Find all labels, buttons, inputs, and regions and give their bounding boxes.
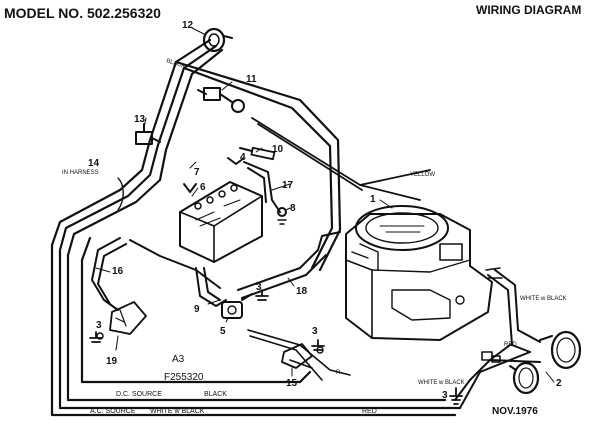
key-switch-11	[197, 87, 245, 113]
label-dc-source: D.C. SOURCE	[116, 391, 162, 398]
callout-13: 13	[134, 114, 146, 125]
callout-7: 7	[194, 167, 200, 178]
switch-19	[96, 301, 147, 340]
diagram-title: WIRING DIAGRAM	[476, 3, 581, 17]
callout-9: 9	[194, 304, 200, 315]
wire-9	[195, 267, 227, 307]
solenoid-5	[221, 293, 253, 319]
label-red-right: RED	[504, 342, 517, 348]
switch-15-wires	[247, 329, 351, 381]
terminal-8	[277, 207, 287, 225]
callout-15: 15	[286, 378, 298, 389]
label-dc-black: BLACK	[204, 391, 227, 398]
callout-2: 2	[556, 378, 562, 389]
label-ac-source: A.C. SOURCE	[90, 408, 136, 415]
callout-10: 10	[272, 144, 284, 155]
clamp-4	[227, 157, 245, 165]
model-number: MODEL NO. 502.256320	[4, 5, 161, 21]
callout-3-mid: 3	[312, 326, 318, 337]
label-in-harness: IN HARNESS	[62, 170, 99, 176]
yellow-wire	[251, 117, 431, 201]
ground-symbol	[89, 289, 463, 405]
light-wires	[454, 269, 541, 409]
callout-3-right: 3	[442, 390, 448, 401]
callout-3-top: 3	[256, 282, 262, 293]
callout-4: 4	[240, 152, 246, 163]
label-ac-white-black: WHITE w BLACK	[150, 408, 205, 415]
diagram-date: NOV.1976	[492, 406, 538, 417]
callout-14: 14	[88, 158, 100, 169]
callout-1: 1	[370, 194, 376, 205]
callout-8: 8	[290, 203, 296, 214]
callout-5: 5	[220, 326, 226, 337]
wire-16	[91, 237, 221, 311]
callout-3-left: 3	[96, 320, 102, 331]
fuse-10	[239, 146, 276, 161]
callout-leaders	[95, 27, 555, 383]
callout-19: 19	[106, 356, 118, 367]
terminal-7	[183, 183, 197, 193]
headlight-2a	[539, 330, 582, 370]
callout-6: 6	[200, 182, 206, 193]
main-wire-harness	[50, 38, 462, 417]
label-black-top: BLACK	[165, 58, 186, 70]
label-red-bottom: RED	[362, 408, 377, 415]
battery-6	[179, 181, 263, 263]
label-yellow: YELLOW	[410, 172, 435, 178]
part-code: A3	[172, 354, 185, 365]
wire-18	[237, 231, 341, 299]
callout-16: 16	[112, 266, 124, 277]
light-connector	[481, 351, 501, 363]
callout-12: 12	[182, 20, 194, 31]
gauge-12	[202, 27, 233, 53]
harness-loop-14	[117, 177, 124, 211]
wire-17	[243, 161, 281, 213]
label-r: R	[336, 370, 341, 376]
label-white-black-right: WHITE w BLACK	[520, 296, 567, 302]
label-white-black-bottom: WHITE w BLACK	[418, 380, 465, 386]
toggle-switch-13	[135, 123, 161, 145]
headlight-2b	[509, 361, 540, 395]
callout-17: 17	[282, 180, 294, 191]
callout-18: 18	[296, 286, 308, 297]
engine-1	[345, 205, 503, 341]
part-number: F255320	[164, 372, 204, 383]
callout-11: 11	[246, 74, 257, 85]
